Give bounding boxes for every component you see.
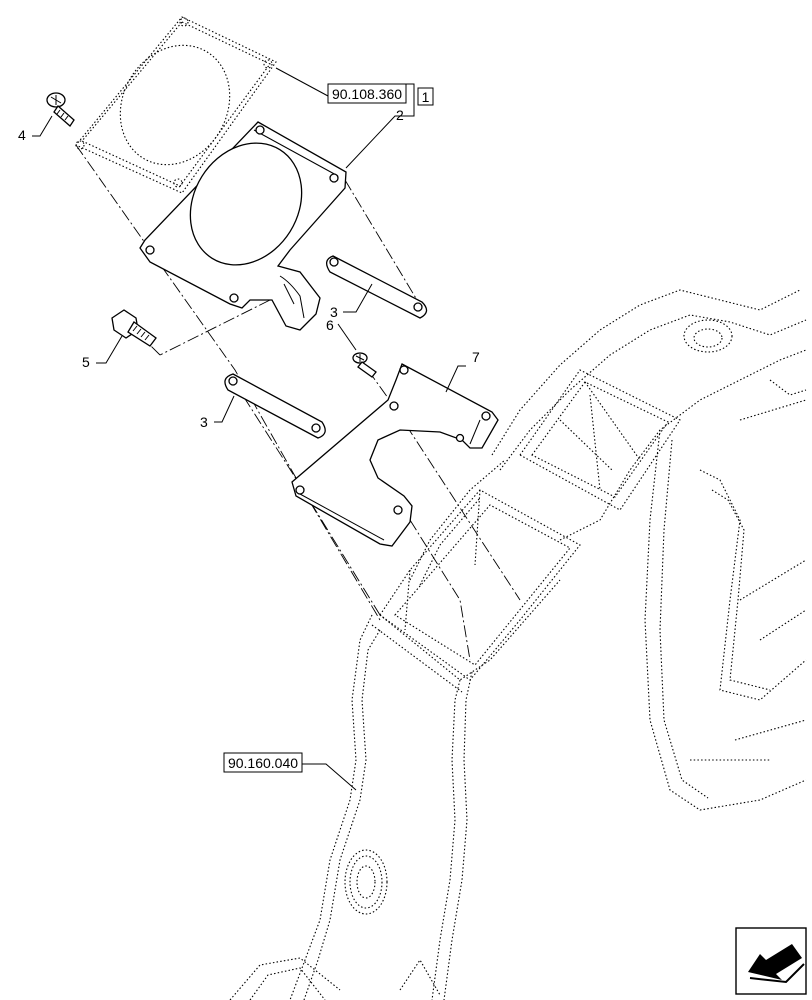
reference-gasket-box-label: 1 — [422, 89, 430, 105]
leader-lines — [32, 67, 466, 791]
mounting-plate-part-2 — [139, 121, 347, 331]
screw-part-6 — [352, 352, 377, 378]
callout-7: 7 — [472, 349, 480, 365]
alignment-lines — [75, 144, 521, 661]
callout-6: 6 — [326, 317, 334, 333]
frame-structure — [229, 289, 807, 1000]
callout-3-lower: 3 — [200, 414, 208, 430]
strap-part-3-lower — [224, 373, 326, 439]
screw-part-4 — [46, 92, 75, 127]
bolt-part-5 — [111, 309, 157, 347]
callout-2: 2 — [396, 107, 404, 123]
reference-frame[interactable]: 90.160.040 — [223, 752, 303, 773]
reference-frame-label: 90.160.040 — [228, 755, 298, 771]
bracket-plate-part-7 — [291, 363, 499, 547]
back-arrow-icon[interactable] — [735, 927, 807, 995]
reference-gasket-label: 90.108.360 — [332, 86, 402, 102]
reference-gasket-box: 1 — [417, 87, 434, 106]
callout-3-upper: 3 — [330, 304, 338, 320]
callout-5: 5 — [82, 354, 90, 370]
strap-part-3-upper — [326, 255, 428, 319]
reference-gasket[interactable]: 90.108.360 — [327, 83, 407, 104]
gasket-part-1 — [75, 16, 277, 194]
callout-4: 4 — [18, 127, 26, 143]
